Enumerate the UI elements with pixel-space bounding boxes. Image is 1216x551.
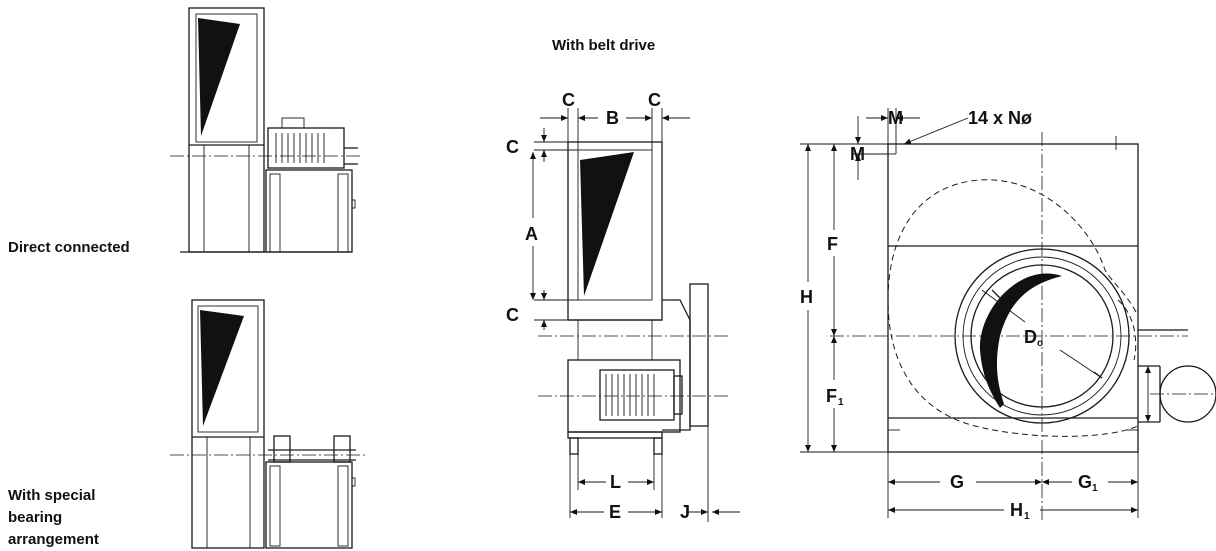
svg-text:G: G (1078, 472, 1092, 492)
svg-text:M: M (888, 108, 903, 128)
belt-motor-fins (605, 374, 655, 416)
svg-text:o: o (1037, 338, 1043, 349)
motor-fins (275, 133, 325, 163)
svg-text:F: F (827, 234, 838, 254)
svg-text:H: H (800, 287, 813, 307)
svg-text:1: 1 (838, 397, 844, 408)
svg-text:1: 1 (1024, 511, 1030, 522)
svg-text:bearing: bearing (8, 509, 62, 526)
svg-text:C: C (648, 90, 661, 110)
svg-text:H: H (1010, 500, 1023, 520)
caption-direct-connected: Direct connected (8, 239, 130, 256)
svg-text:A: A (525, 224, 538, 244)
svg-text:1: 1 (1092, 483, 1098, 494)
svg-text:E: E (609, 502, 621, 522)
svg-text:C: C (506, 305, 519, 325)
svg-text:With belt drive: With belt drive (552, 37, 655, 54)
svg-text:F: F (826, 386, 837, 406)
front-view-dimensions: H F F 1 M M 14 x Nø G G 1 H 1 D o (800, 108, 1139, 522)
svg-text:Direct connected: Direct connected (8, 239, 130, 256)
caption-special-bearing: With special bearing arrangement (8, 487, 99, 548)
belt-drive-fan-view (538, 141, 730, 522)
front-view-housing (830, 132, 1188, 520)
svg-text:D: D (1024, 327, 1037, 347)
svg-text:G: G (950, 472, 964, 492)
svg-text:M: M (850, 144, 865, 164)
svg-text:B: B (606, 108, 619, 128)
special-bearing-fan-view (170, 299, 365, 549)
caption-belt-drive: With belt drive (552, 37, 655, 54)
svg-text:With special: With special (8, 487, 95, 504)
svg-text:14 x Nø: 14 x Nø (968, 108, 1032, 128)
svg-text:C: C (506, 137, 519, 157)
svg-text:J: J (680, 502, 690, 522)
svg-text:C: C (562, 90, 575, 110)
side-motor (1138, 365, 1216, 423)
belt-view-dimensions: C B C C A C L E J (506, 90, 740, 522)
direct-connected-fan-view (170, 7, 362, 253)
svg-text:arrangement: arrangement (8, 531, 99, 548)
svg-text:L: L (610, 472, 621, 492)
